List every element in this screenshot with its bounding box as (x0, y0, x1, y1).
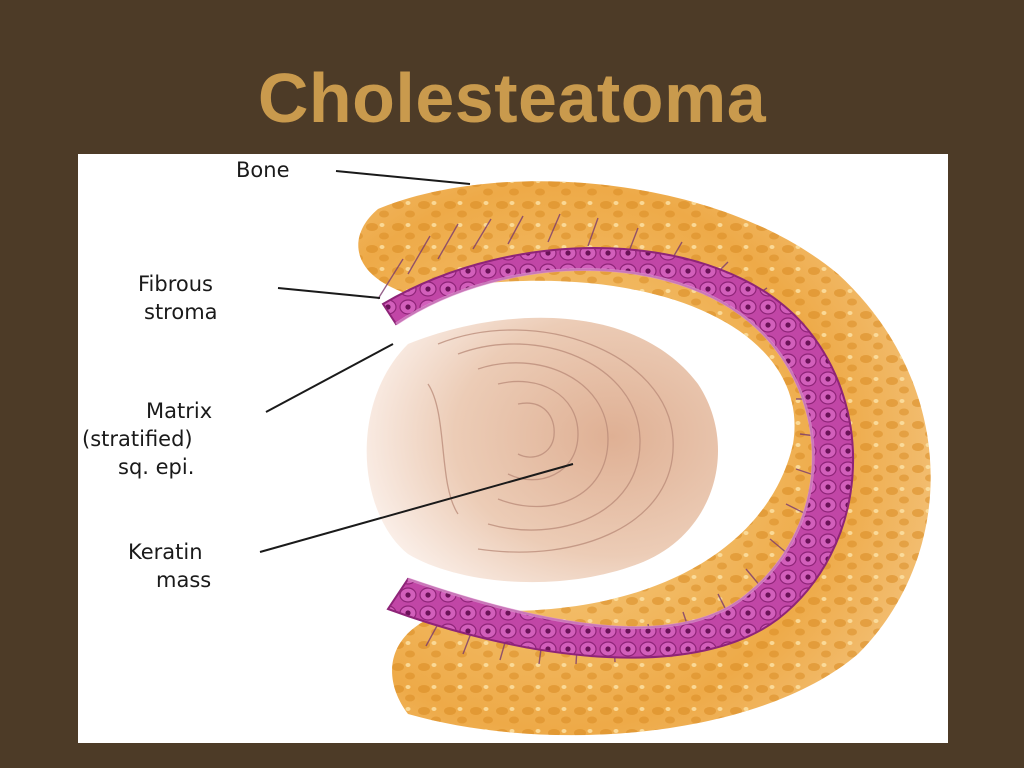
fibrous-leader (277, 287, 381, 299)
bone-leader (335, 170, 471, 185)
matrix-label: Matrix (stratified) sq. epi. (82, 399, 213, 479)
keratin-mass (366, 317, 718, 583)
keratin-mass-label: Keratin mass (128, 540, 212, 592)
keratin-leader (259, 463, 574, 553)
diagram-panel: Bone Fibrous stroma Matrix (stratified) … (78, 154, 948, 743)
leader-lines (259, 170, 574, 553)
matrix-epithelium (381, 247, 855, 659)
cholesteatoma-illustration (259, 170, 931, 736)
matrix-leader (265, 343, 394, 413)
fibrous-stroma-label: Fibrous stroma (138, 272, 218, 324)
bone-label: Bone (236, 158, 290, 182)
slide-title: Cholesteatoma (257, 59, 767, 137)
